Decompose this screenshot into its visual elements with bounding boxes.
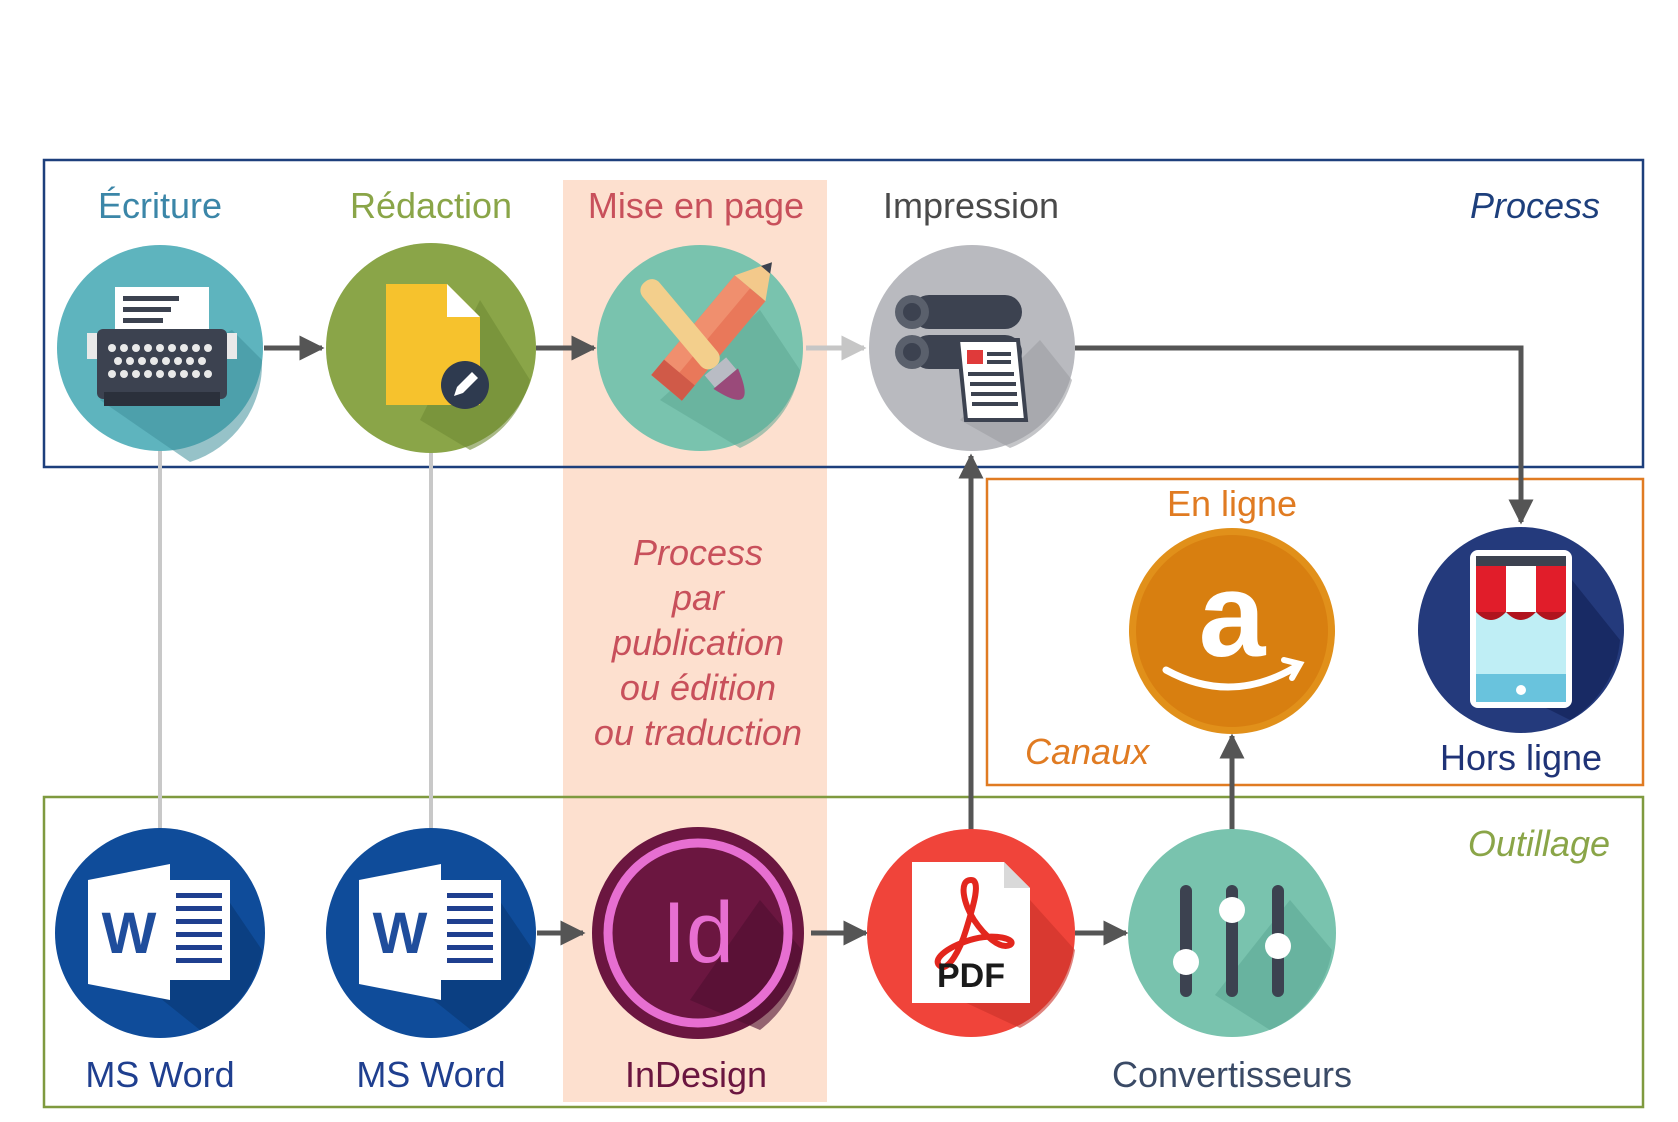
svg-text:W: W: [373, 901, 428, 966]
svg-text:Id: Id: [662, 885, 734, 981]
note-line: par: [671, 577, 725, 618]
step-label-ecriture: Écriture: [97, 185, 223, 226]
document-edit-icon: [326, 243, 536, 453]
step-label-redaction: Rédaction: [349, 185, 513, 226]
typewriter-icon: [57, 245, 263, 462]
svg-text:PDF: PDF: [937, 957, 1005, 995]
indesign-icon: Id: [592, 827, 804, 1039]
sliders-icon: [1128, 829, 1336, 1037]
svg-text:W: W: [102, 901, 157, 966]
svg-text:a: a: [1199, 548, 1267, 682]
canaux-frame: [985, 477, 1645, 787]
tool-label-ms-word: MS Word: [356, 1054, 506, 1095]
amazon-icon: a: [1129, 528, 1335, 734]
mise-en-page-note: Process par publication ou édition ou tr…: [578, 530, 818, 755]
outillage-title: Outillage: [1467, 823, 1610, 864]
tool-label-indesign: InDesign: [624, 1054, 768, 1095]
arrow-impression-hors-ligne: [1075, 345, 1534, 525]
process-title: Process: [1469, 185, 1600, 226]
tool-label-convertisseurs: Convertisseurs: [1111, 1054, 1353, 1095]
ms-word-icon: W: [55, 828, 265, 1038]
ms-word-icon: W: [326, 828, 536, 1038]
pdf-icon: PDF: [867, 829, 1075, 1037]
note-line: ou traduction: [593, 712, 803, 753]
step-label-mise-en-page: Mise en page: [587, 185, 805, 226]
pencil-brush-icon: [597, 245, 803, 451]
channel-label-en-ligne: En ligne: [1166, 483, 1298, 524]
channel-label-hors-ligne: Hors ligne: [1439, 737, 1603, 778]
note-line: publication: [611, 622, 785, 663]
canaux-title: Canaux: [1025, 731, 1150, 772]
outillage-frame: [42, 795, 1645, 1109]
step-label-impression: Impression: [882, 185, 1060, 226]
note-line: ou édition: [619, 667, 777, 708]
shop-mobile-icon: [1418, 527, 1624, 733]
tool-label-ms-word: MS Word: [85, 1054, 235, 1095]
note-line: Process: [632, 532, 764, 573]
process-frame: [42, 158, 1645, 469]
printer-icon: [869, 245, 1075, 451]
